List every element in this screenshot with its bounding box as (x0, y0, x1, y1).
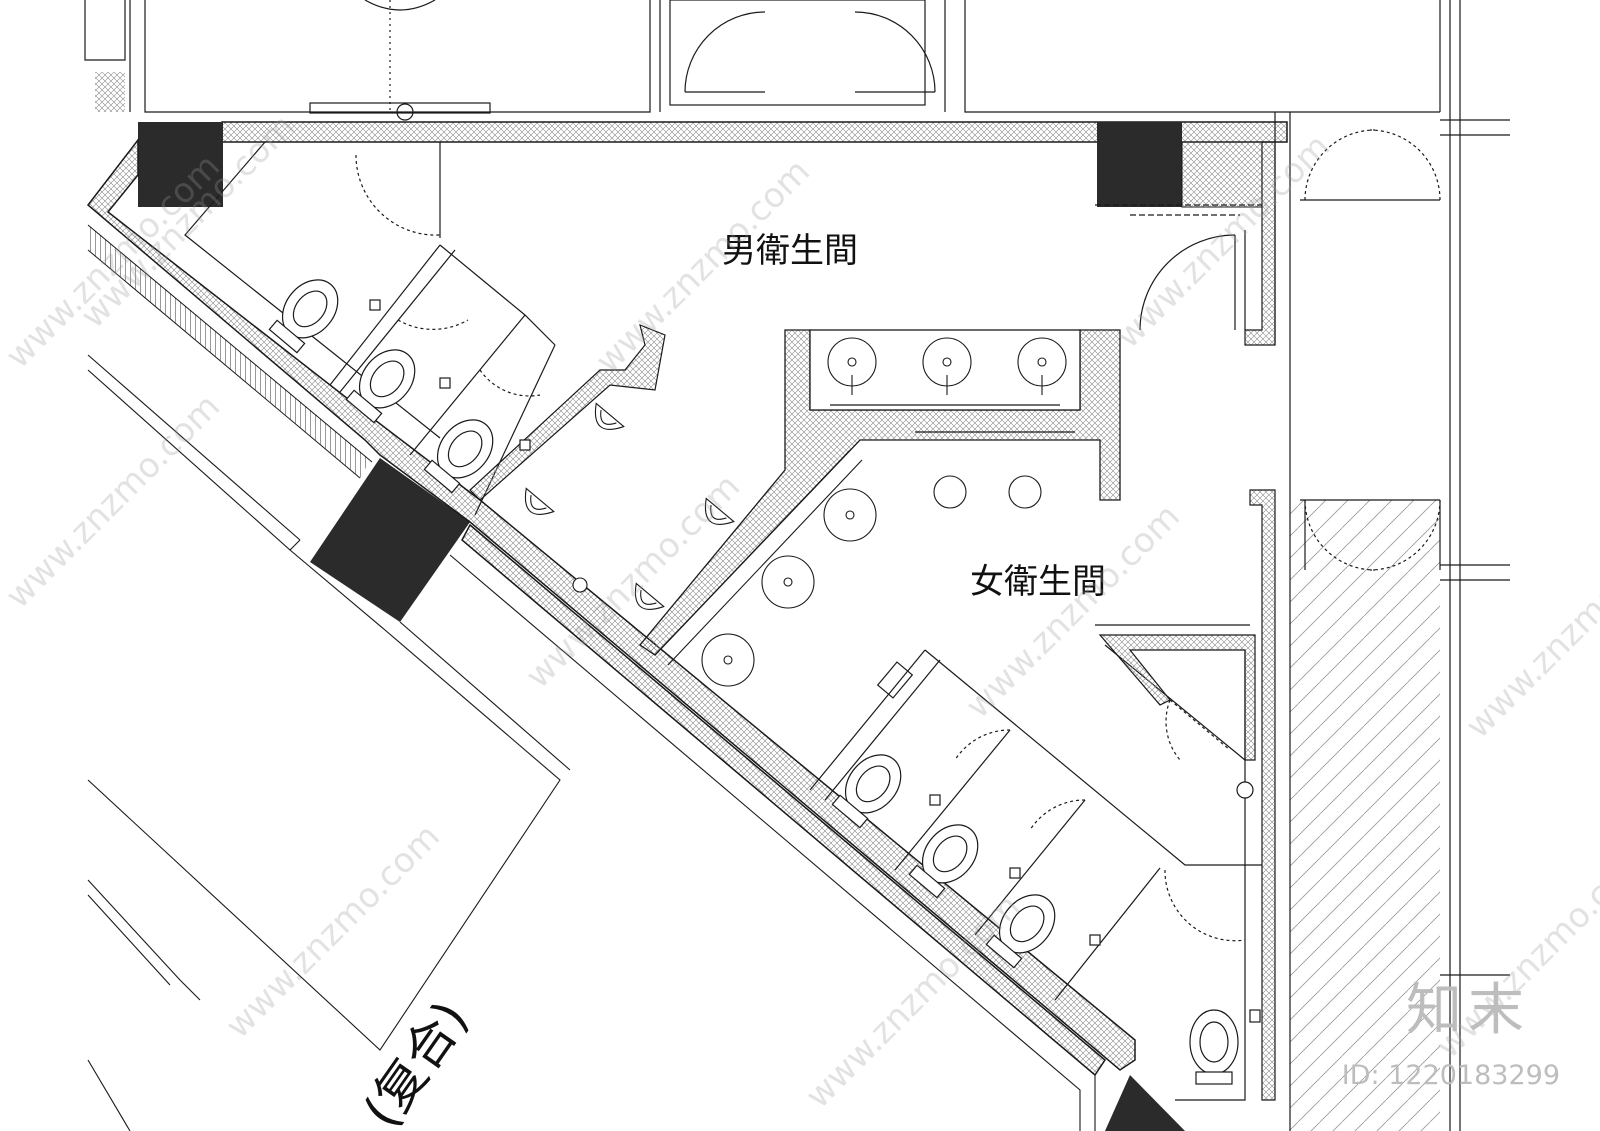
mens-toilets (268, 279, 531, 494)
column-top-right (1097, 122, 1182, 207)
right-corridor (1095, 112, 1510, 1131)
image-id: ID: 1220183299 (1341, 1060, 1560, 1091)
watermark-text: www.znzmo.com (1458, 516, 1600, 746)
womens-restroom-label: 女衛生間 (970, 562, 1106, 602)
structural-columns (138, 122, 1185, 1131)
top-sinks (827, 337, 1067, 395)
womens-counter-sinks (654, 449, 1042, 687)
column-bottom (1105, 1075, 1185, 1131)
mens-stalls (184, 141, 666, 516)
mens-restroom-label: 男衛生間 (722, 231, 858, 271)
womens-toilets (831, 754, 1261, 1085)
mens-urinals (524, 402, 735, 610)
brand-watermark: 知末 (1406, 978, 1530, 1043)
top-rooms (84, 0, 1461, 1131)
watermark-text: www.znzmo.com (0, 386, 228, 616)
column-top-left (138, 122, 223, 207)
room-partial-label: (复合) (352, 991, 479, 1131)
womens-stalls (809, 624, 1262, 1101)
lower-left-room (87, 354, 1096, 1131)
diagonal-walls (86, 137, 1136, 1077)
column-diagonal (310, 458, 470, 622)
